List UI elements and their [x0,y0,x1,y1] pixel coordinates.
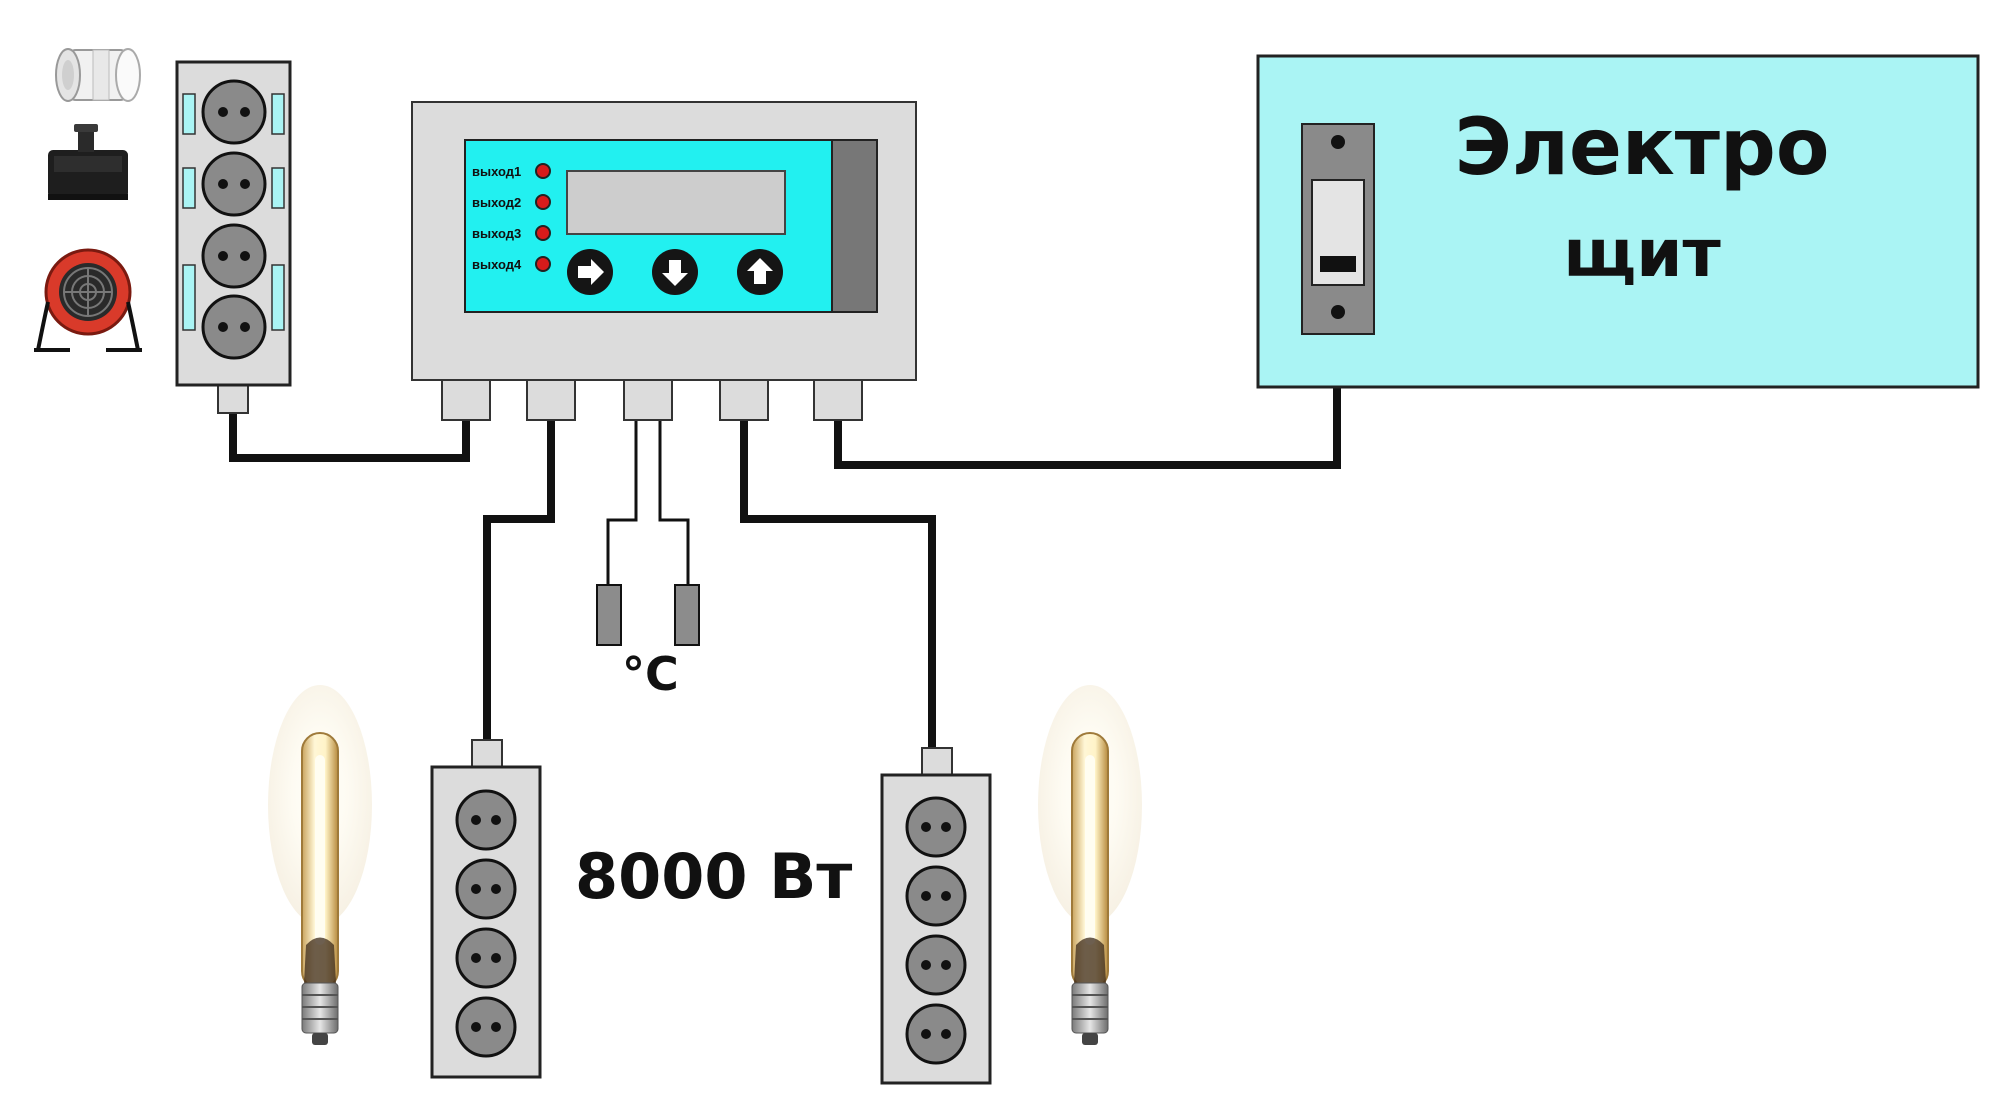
power-strip-left [430,739,542,1079]
power-label: 8000 Вт [575,840,852,913]
hps-lamp-icon [268,685,372,1045]
sensor-label: °C [622,647,679,701]
cable-gland-4 [719,379,769,421]
socket-icon [455,996,517,1058]
led-output-4 [535,256,551,272]
led-output-1 [535,163,551,179]
cable-gland-1 [441,379,491,421]
electric-heater-icon [34,248,142,352]
temperature-probe-left [596,584,622,646]
cable-gland-2 [526,379,576,421]
controller-side-panel [831,139,878,313]
cable-right-strip [740,418,936,748]
power-strip-right [880,747,992,1085]
panel-title-line1: Электро [1455,103,1830,193]
socket-icon [201,151,267,217]
circuit-breaker [1301,123,1375,335]
arrow-right-button[interactable] [567,249,613,295]
temperature-sensors: °C [596,584,700,701]
output-indicators: выход1 выход2 выход3 выход4 [472,163,551,272]
output-label-2: выход2 [472,195,521,210]
output-label-3: выход3 [472,226,521,241]
led-output-2 [535,194,551,210]
cable-glands [441,379,863,421]
panel-title-line2: щит [1563,215,1720,292]
water-pump-icon [48,124,128,200]
output-label-1: выход1 [472,164,521,179]
cable-gland-5 [813,379,863,421]
socket-icon [201,223,267,289]
led-output-3 [535,225,551,241]
cable-panel [834,333,1341,469]
cable-top-strip [229,412,470,462]
socket-icon [905,934,967,996]
arrow-right-icon [578,259,604,285]
socket-icon [455,858,517,920]
strip-plug [921,747,953,777]
breaker-lever [1320,256,1356,272]
arrow-down-button[interactable] [652,249,698,295]
socket-icon [201,294,267,360]
controller: выход1 выход2 выход3 выход4 [411,101,917,421]
arrow-up-icon [747,258,773,284]
inline-duct-fan-icon [55,48,141,102]
electrical-panel: Электро щит [1256,54,1980,389]
cable-left-strip [483,418,555,740]
display-screen [566,170,786,235]
temperature-probe-right [674,584,700,646]
socket-icon [455,927,517,989]
hps-lamp-icon [1038,685,1142,1045]
power-strip-top [175,60,292,414]
strip-plug [217,384,249,414]
strip-plug [471,739,503,769]
cable-gland-3 [623,379,673,421]
arrow-down-icon [662,260,688,286]
socket-icon [905,796,967,858]
socket-icon [905,1003,967,1065]
output-label-4: выход4 [472,257,522,272]
sensor-wires [606,418,690,585]
cables [229,333,1341,748]
panel-box [1256,54,1980,389]
arrow-up-button[interactable] [737,249,783,295]
socket-icon [455,789,517,851]
socket-icon [905,865,967,927]
socket-icon [201,79,267,145]
